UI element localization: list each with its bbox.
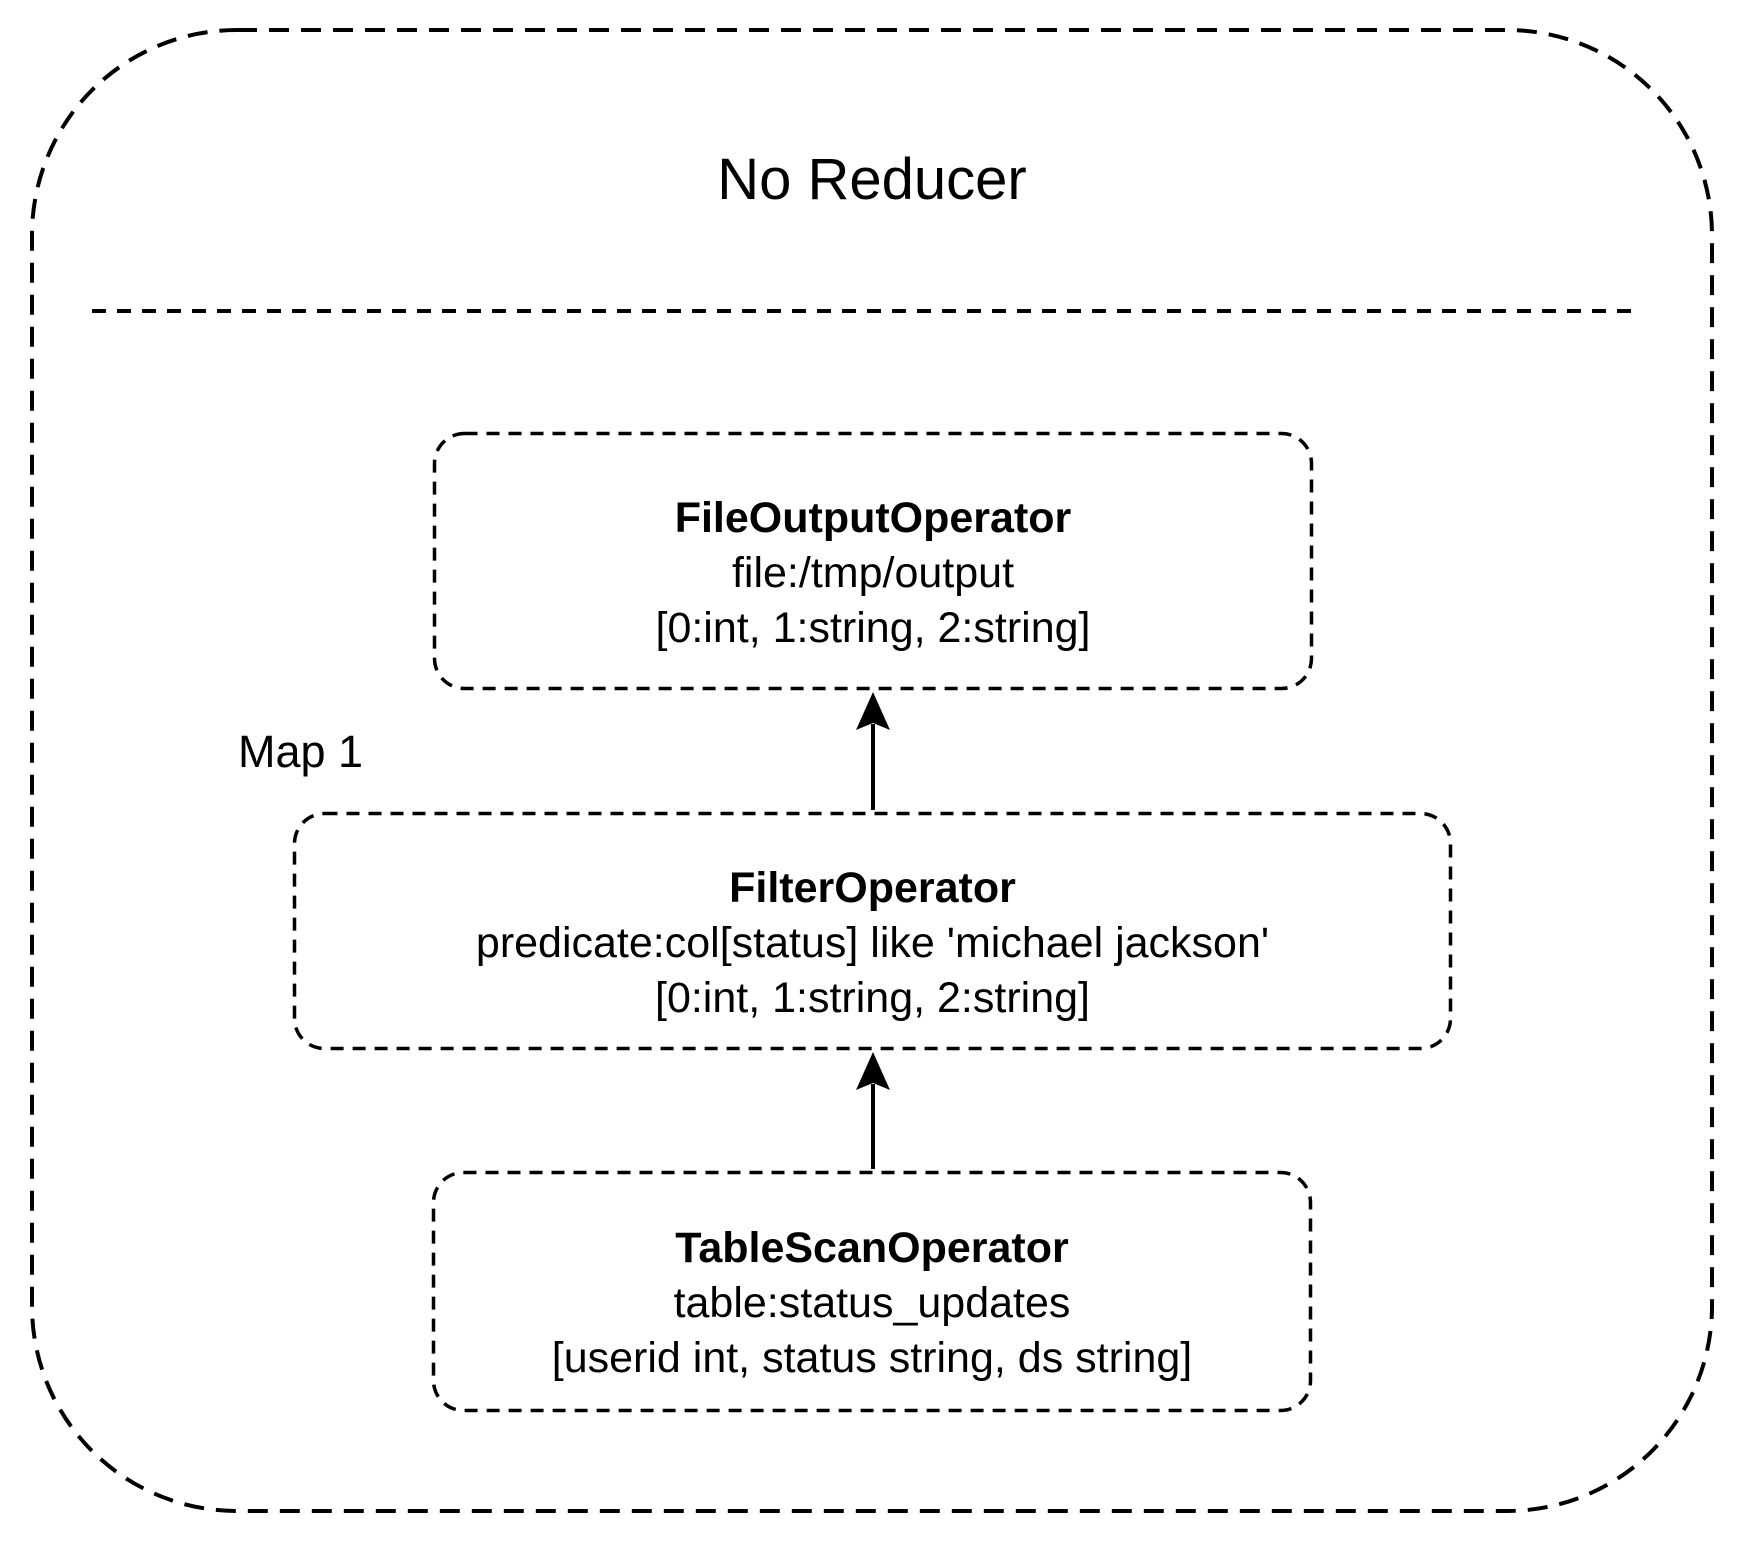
node-detail: file:/tmp/output	[731, 548, 1015, 597]
node-file-output-operator: FileOutputOperator file:/tmp/output [0:i…	[433, 432, 1313, 690]
node-detail: table:status_updates	[673, 1279, 1071, 1327]
node-title: FilterOperator	[729, 863, 1016, 912]
node-detail: predicate:col[status] like 'michael jack…	[475, 918, 1270, 967]
node-title: TableScanOperator	[675, 1224, 1069, 1272]
node-filter-operator: FilterOperator predicate:col[status] lik…	[293, 812, 1452, 1050]
node-title: FileOutputOperator	[674, 493, 1072, 542]
arrowhead-up-icon	[856, 692, 890, 730]
arrowhead-up-icon	[856, 1052, 890, 1090]
edge-filter-to-file-output	[856, 692, 890, 810]
node-schema: [userid int, status string, ds string]	[551, 1334, 1193, 1382]
node-table-scan-operator: TableScanOperator table:status_updates […	[432, 1171, 1312, 1412]
node-schema: [0:int, 1:string, 2:string]	[655, 973, 1090, 1022]
node-schema: [0:int, 1:string, 2:string]	[655, 603, 1091, 652]
stage-title: No Reducer	[717, 147, 1027, 212]
edge-table-scan-to-filter	[856, 1052, 890, 1169]
map-label: Map 1	[238, 726, 364, 777]
